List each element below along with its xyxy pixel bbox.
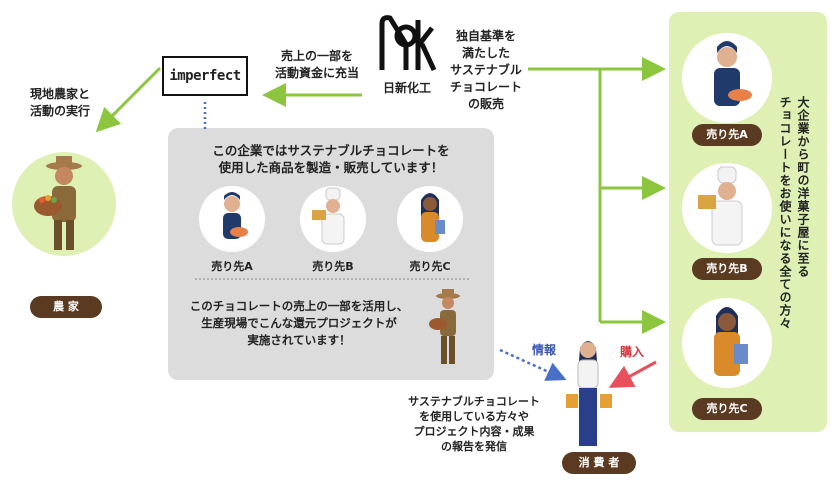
funding-label: 売上の一部を 活動資金に充当 bbox=[274, 49, 359, 80]
farmer-illustration bbox=[12, 152, 116, 256]
consumer-woman-illustration bbox=[562, 334, 614, 452]
purchase-arrow bbox=[608, 360, 657, 388]
buyer-c-badge: 売り先C bbox=[692, 398, 762, 420]
farmer-small-illustration bbox=[428, 288, 468, 368]
nissin-description: 独自基準を 満たした サステナブル チョコレート の販売 bbox=[449, 29, 522, 111]
farmer-badge: 農 家 bbox=[30, 296, 102, 318]
buyer-a-illustration bbox=[682, 33, 772, 123]
buyer-b-badge: 売り先B bbox=[692, 258, 762, 280]
purchase-label: 購入 bbox=[620, 345, 645, 359]
consumer-description: サステナブルチョコレート を使用している方々や プロジェクト内容・成果 の報告を… bbox=[408, 395, 540, 453]
panel-customer-a: 売り先A bbox=[211, 260, 253, 273]
panel-customer-b: 売り先B bbox=[312, 260, 354, 273]
imperfect-logo: imperfect bbox=[162, 56, 248, 96]
baker-woman-illustration bbox=[199, 186, 265, 252]
buyers-side-label: 大企業から町の洋菓子屋に至る チョコレートをお使いになる全ての方々 bbox=[778, 96, 810, 330]
nk-logo-icon bbox=[379, 15, 437, 72]
buyer-c-illustration bbox=[682, 298, 772, 388]
nissin-logo: 日新化工 bbox=[378, 14, 437, 95]
info-label: 情報 bbox=[532, 343, 557, 357]
buyer-b-illustration bbox=[682, 163, 772, 253]
chef-illustration bbox=[300, 186, 366, 252]
nissin-logo-label: 日新化工 bbox=[382, 81, 431, 95]
company-panel bbox=[168, 128, 494, 380]
project-text: このチョコレートの売上の一部を活用し、 生産現場でこんな還元プロジェクトが 実施… bbox=[189, 299, 409, 347]
activity-arrow bbox=[95, 66, 162, 133]
clipboard-woman-illustration bbox=[397, 186, 463, 252]
info-arrow bbox=[499, 348, 567, 381]
farmer-activity-label: 現地農家と 活動の実行 bbox=[30, 87, 91, 118]
panel-customer-c: 売り先C bbox=[409, 260, 451, 273]
panel-heading: この企業ではサステナブルチョコレートを 使用した商品を製造・販売しています！ bbox=[212, 143, 450, 175]
consumer-badge: 消 費 者 bbox=[562, 452, 636, 474]
buyer-a-badge: 売り先A bbox=[692, 124, 762, 146]
